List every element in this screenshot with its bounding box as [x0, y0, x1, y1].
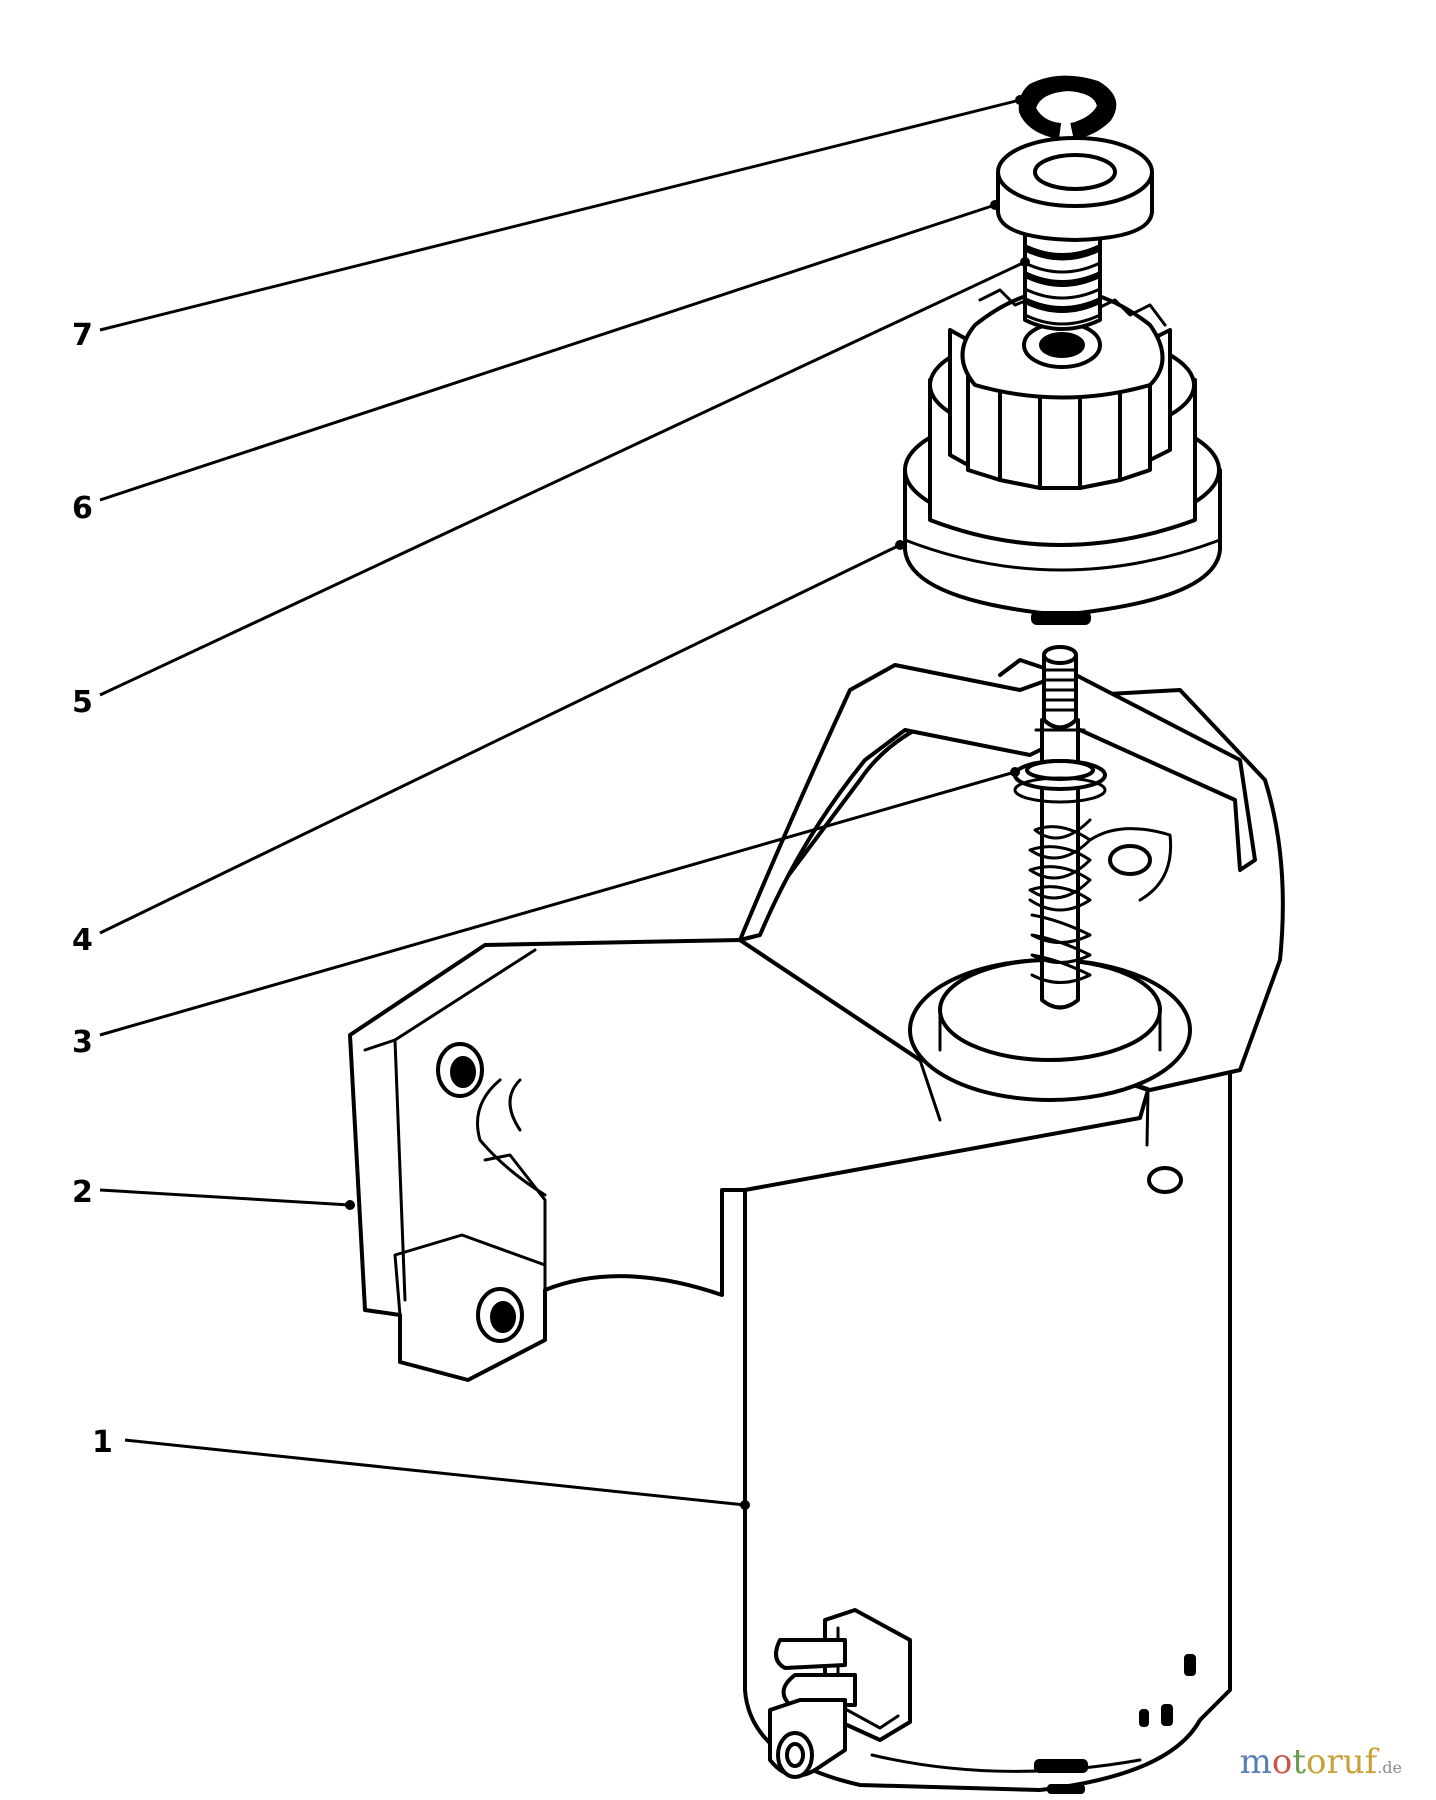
motor-housing-part-1: [743, 1068, 1232, 1794]
watermark-letter-t: t: [1292, 1742, 1306, 1782]
pinion-gear-part-4: [903, 288, 1222, 625]
leader-line-7: [99, 98, 1021, 332]
leader-dot-7: [1015, 95, 1025, 105]
callout-7: 7: [72, 318, 93, 353]
callout-2: 2: [72, 1175, 93, 1210]
leader-dot-5: [1020, 257, 1030, 267]
watermark-letter-o: o: [1271, 1742, 1293, 1782]
leader-line-4: [99, 543, 901, 935]
leader-line-5: [99, 260, 1026, 697]
anti-drift-spring-part-5: [1023, 233, 1102, 331]
callout-labels: 7 6 5 4 3 2 1: [72, 318, 113, 1460]
callout-3: 3: [72, 1025, 93, 1060]
helix-spring: [1028, 818, 1092, 984]
callout-1: 1: [92, 1425, 113, 1460]
leader-dot-4: [895, 540, 905, 550]
leader-line-1: [124, 1438, 746, 1507]
leader-lines: [99, 95, 1030, 1510]
leader-dot-6: [990, 200, 1000, 210]
leader-line-6: [99, 203, 996, 502]
watermark-rest: oruf: [1305, 1742, 1378, 1782]
leader-line-3: [99, 770, 1016, 1037]
watermark-letter-m: m: [1239, 1742, 1272, 1782]
watermark-tld: .de: [1377, 1758, 1402, 1777]
callout-5: 5: [72, 685, 93, 720]
leader-dot-2: [345, 1200, 355, 1210]
callout-6: 6: [72, 491, 93, 526]
retaining-ring-part-7: [1018, 75, 1117, 140]
watermark-logo: motoruf.de: [1240, 1742, 1402, 1782]
leader-line-2: [99, 1188, 351, 1207]
motor-top-cover: [738, 658, 1285, 1194]
leader-dot-3: [1010, 767, 1020, 777]
armature-shaft: [1034, 645, 1086, 1010]
stop-collar-part-6: [996, 136, 1154, 242]
leader-dot-1: [740, 1500, 750, 1510]
callout-4: 4: [72, 923, 93, 958]
